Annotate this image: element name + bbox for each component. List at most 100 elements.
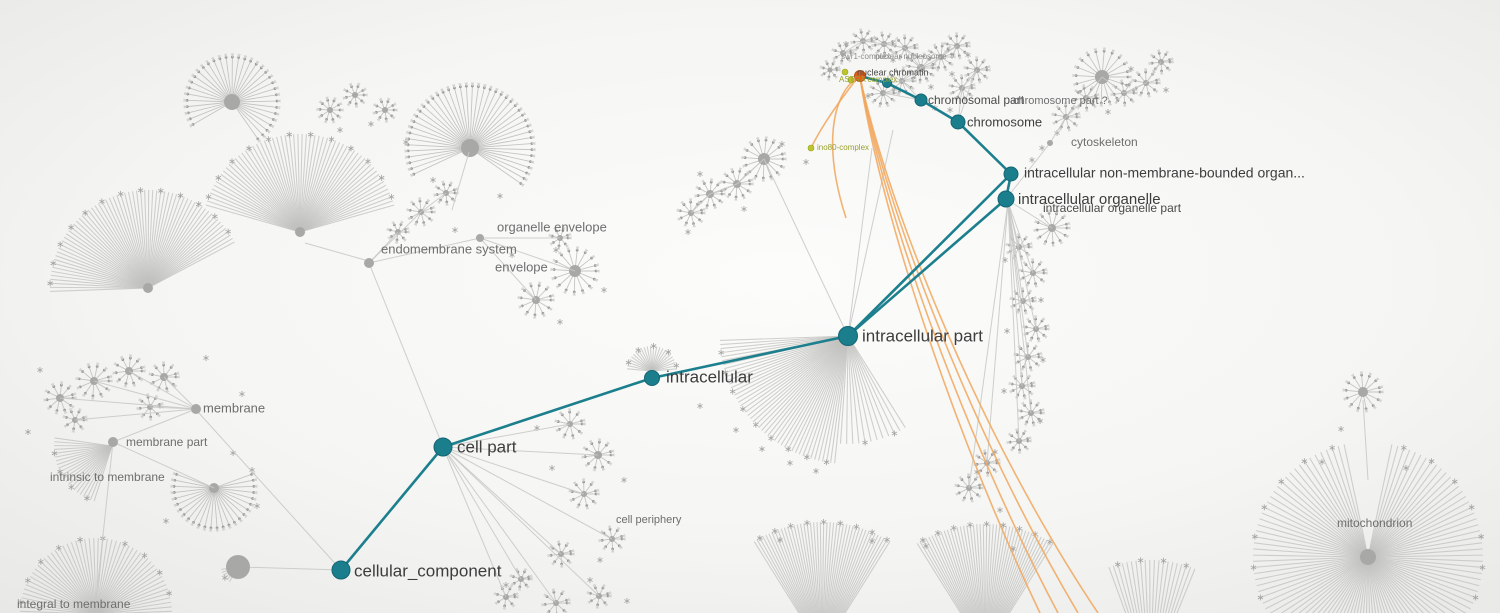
label-integral-to-membrane[interactable]: integral to membrane xyxy=(17,597,131,611)
term-node-chromatin[interactable] xyxy=(882,78,892,88)
mitochondrion-child[interactable] xyxy=(1342,371,1384,413)
label-intracellular-non-membrane-bounded[interactable]: intracellular non-membrane-bounded organ… xyxy=(1024,165,1305,181)
highlighted-association-edge xyxy=(859,76,1079,613)
label-cellular-component[interactable]: cellular_component xyxy=(354,561,502,580)
label-astra-complex[interactable]: ASTRA complex xyxy=(839,75,897,84)
label-cell-part[interactable]: cell part xyxy=(457,437,517,456)
label-intrinsic-to-membrane[interactable]: intrinsic to membrane xyxy=(50,470,165,484)
collapsed-node[interactable] xyxy=(226,555,250,579)
collapsed-node[interactable] xyxy=(108,437,118,447)
cluster-fan[interactable] xyxy=(1108,557,1196,613)
term-node-chromosomal-part[interactable] xyxy=(914,93,928,107)
label-chromosomal-part[interactable]: chromosomal part xyxy=(928,93,1025,107)
label-intracellular-organelle[interactable]: intracellular organelle xyxy=(1018,191,1161,208)
collapsed-node[interactable] xyxy=(1047,140,1053,146)
label-organelle-envelope[interactable]: organelle envelope xyxy=(497,219,607,234)
cluster-left-disc[interactable] xyxy=(47,187,235,293)
highlighted-association-edge xyxy=(831,76,859,219)
organelle-part-fan[interactable] xyxy=(1033,209,1071,247)
graph-edge xyxy=(442,446,599,456)
cluster-fan[interactable] xyxy=(963,56,991,84)
cluster-upper-mid[interactable] xyxy=(404,82,536,187)
graph-edge xyxy=(957,71,976,123)
bottom-cone-left[interactable] xyxy=(753,519,891,613)
term-node-cell-part[interactable] xyxy=(433,437,453,457)
bottom-cone-right[interactable] xyxy=(916,521,1054,613)
cluster-fan[interactable] xyxy=(342,82,368,108)
label-chromosome[interactable]: chromosome xyxy=(967,114,1042,129)
intrinsic-to-membrane-fan[interactable] xyxy=(170,471,258,532)
term-node-non-membrane-bounded-organelle[interactable] xyxy=(1003,166,1019,182)
label-membrane[interactable]: membrane xyxy=(203,400,265,415)
graph-edge xyxy=(940,45,958,58)
leaf-node-marker xyxy=(239,390,245,398)
cluster-fan[interactable] xyxy=(316,96,344,124)
cluster-mid-disc[interactable] xyxy=(205,131,395,237)
term-node-chromosome[interactable] xyxy=(950,114,966,130)
matched-term-node[interactable] xyxy=(807,144,815,152)
cluster-fan[interactable] xyxy=(1009,287,1037,315)
cluster-fan[interactable] xyxy=(517,281,555,319)
envelope-cluster[interactable] xyxy=(550,246,600,296)
membrane-part-fan[interactable] xyxy=(51,437,113,502)
cluster-fan[interactable] xyxy=(548,226,572,250)
collapsed-node[interactable] xyxy=(364,258,374,268)
label-intracellular-part[interactable]: intracellular part xyxy=(862,326,983,345)
matched-term-node[interactable] xyxy=(841,68,849,76)
leaf-node-marker xyxy=(497,192,503,200)
cluster-fan[interactable] xyxy=(819,59,841,81)
integral-to-membrane-fan[interactable] xyxy=(18,535,172,613)
cluster-fan[interactable] xyxy=(75,362,113,400)
leaf-node-marker xyxy=(403,138,409,146)
cluster-fan[interactable] xyxy=(112,354,146,388)
graph-edge xyxy=(479,237,537,301)
cell-part-children[interactable] xyxy=(554,408,586,440)
term-node-intracellular[interactable] xyxy=(644,370,660,386)
label-intracellular-organelle-part[interactable]: intracellular organelle part xyxy=(1043,201,1182,215)
cluster-fan[interactable] xyxy=(598,525,626,553)
label-mitochondrion[interactable]: mitochondrion xyxy=(1337,516,1412,530)
leaf-node-marker xyxy=(965,51,971,59)
term-node-cellular-component[interactable] xyxy=(331,560,351,580)
cluster-fan[interactable] xyxy=(509,567,533,591)
label-envelope[interactable]: envelope xyxy=(495,259,548,274)
label-nuclear-chromatin[interactable]: nuclear chromatin xyxy=(857,67,929,77)
cluster-fan[interactable] xyxy=(372,97,398,123)
cluster-fan[interactable] xyxy=(839,335,906,446)
label-intracellular[interactable]: intracellular xyxy=(666,367,753,386)
intracellular-half-fan[interactable] xyxy=(625,343,680,372)
cytoskeleton-cluster[interactable] xyxy=(1072,47,1132,107)
leaf-node-marker xyxy=(1251,533,1258,540)
term-node-intracellular-part[interactable] xyxy=(838,326,858,346)
cluster-fan[interactable] xyxy=(568,478,600,510)
leaf-node-marker xyxy=(718,349,724,356)
label-nuclear-nucleosome[interactable]: nuclear nucleosome xyxy=(875,52,947,61)
label-chromosome-part[interactable]: chromosome part ? xyxy=(1013,95,1108,107)
selected-term-node[interactable] xyxy=(854,70,866,82)
leaf-node-marker xyxy=(1128,65,1134,73)
leaf-node-marker xyxy=(37,366,43,374)
leaf-node-marker xyxy=(99,198,105,205)
cluster-fan[interactable] xyxy=(676,198,706,228)
mitochondrion-disc[interactable] xyxy=(1250,444,1486,613)
cluster-top-left[interactable] xyxy=(183,53,281,143)
label-cytoskeleton[interactable]: cytoskeleton xyxy=(1071,135,1138,149)
collapsed-node[interactable] xyxy=(476,234,484,242)
label-membrane-part[interactable]: membrane part xyxy=(126,435,208,449)
leaf-node-marker xyxy=(935,529,941,536)
collapsed-node[interactable] xyxy=(191,404,201,414)
label-swr1-complex[interactable]: swr1-complex xyxy=(841,52,890,61)
matched-term-node[interactable] xyxy=(847,76,855,84)
leaf-node-marker xyxy=(1403,464,1409,472)
label-endomembrane-system[interactable]: endomembrane system xyxy=(381,241,517,256)
leaf-node-marker xyxy=(1160,557,1167,564)
leaf-node-marker xyxy=(549,464,555,472)
graph-edge xyxy=(1085,76,1103,99)
cluster-fan[interactable] xyxy=(1017,399,1045,427)
term-node-intracellular-organelle[interactable] xyxy=(997,190,1015,208)
label-ino80-complex[interactable]: ino80-complex xyxy=(817,143,869,152)
label-cell-periphery[interactable]: cell periphery xyxy=(616,514,682,526)
intracellular-part-fan[interactable] xyxy=(718,335,849,466)
